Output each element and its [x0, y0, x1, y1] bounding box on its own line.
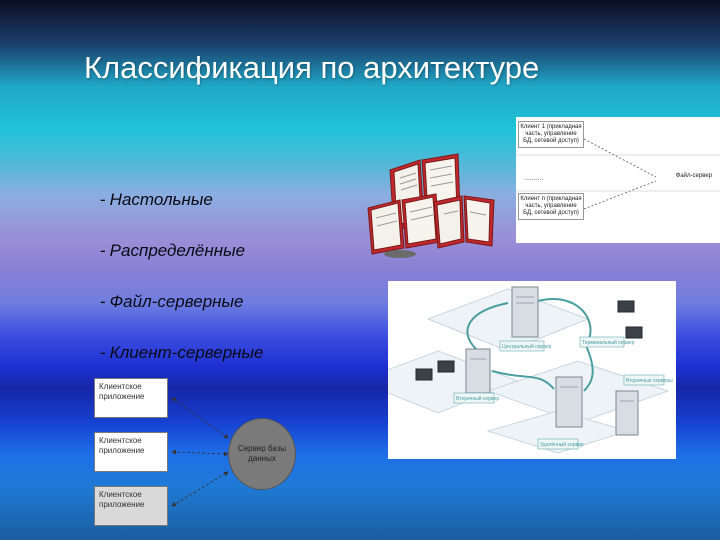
server-icon [465, 286, 639, 436]
network-illustration: Центральный сервер Терминальный сервер В… [356, 281, 676, 459]
list-item-label: Настольные [109, 190, 213, 209]
network-label: Удалённый сервер [540, 441, 584, 448]
connector-lines [516, 138, 720, 210]
book-icon [433, 195, 495, 249]
network-label: Центральный сервер [502, 343, 552, 350]
client-box: Клиент 1 (прикладная часть, управление Б… [518, 121, 584, 148]
connector-arrows [171, 397, 229, 507]
client-box: Клиент n (прикладная часть, управление Б… [518, 193, 584, 220]
bullet-marker: - [100, 190, 106, 209]
stand-icon [384, 250, 416, 258]
slide-title: Классификация по архитектуре [84, 50, 540, 85]
laptop-icon [415, 300, 643, 381]
client-app-box: Клиентское приложение [94, 486, 168, 526]
list-item-label: Распределённые [109, 241, 246, 260]
list-item-label: Файл-серверные [109, 292, 244, 311]
bullet-marker: - [100, 241, 106, 260]
list-item-file-server: -Файл-серверные [100, 292, 264, 343]
database-server-circle: Сервер базы данных [228, 418, 296, 490]
network-label: Вторичные серверы [626, 378, 673, 384]
client-server-diagram: Клиентское приложение Клиентское приложе… [92, 378, 322, 530]
file-server-label: Файл-сервер [675, 173, 712, 179]
client-app-box: Клиентское приложение [94, 432, 168, 472]
book-icon [367, 193, 441, 255]
list-item-desktop: -Настольные [100, 190, 264, 241]
books-illustration [367, 153, 495, 258]
bullet-marker: - [100, 292, 106, 311]
list-item-client-server: -Клиент-серверные [100, 343, 264, 394]
bullet-marker: - [100, 343, 106, 362]
list-item-distributed: -Распределённые [100, 241, 264, 292]
network-label: Вторичный сервер [456, 395, 499, 402]
network-label: Терминальный сервер [582, 339, 635, 346]
list-item-label: Клиент-серверные [109, 343, 264, 362]
client-app-box: Клиентское приложение [94, 378, 168, 418]
architecture-list: -Настольные -Распределённые -Файл-сервер… [100, 190, 264, 394]
file-server-diagram: Клиент 1 (прикладная часть, управление Б… [516, 117, 720, 243]
ellipsis: .......... [524, 175, 544, 182]
